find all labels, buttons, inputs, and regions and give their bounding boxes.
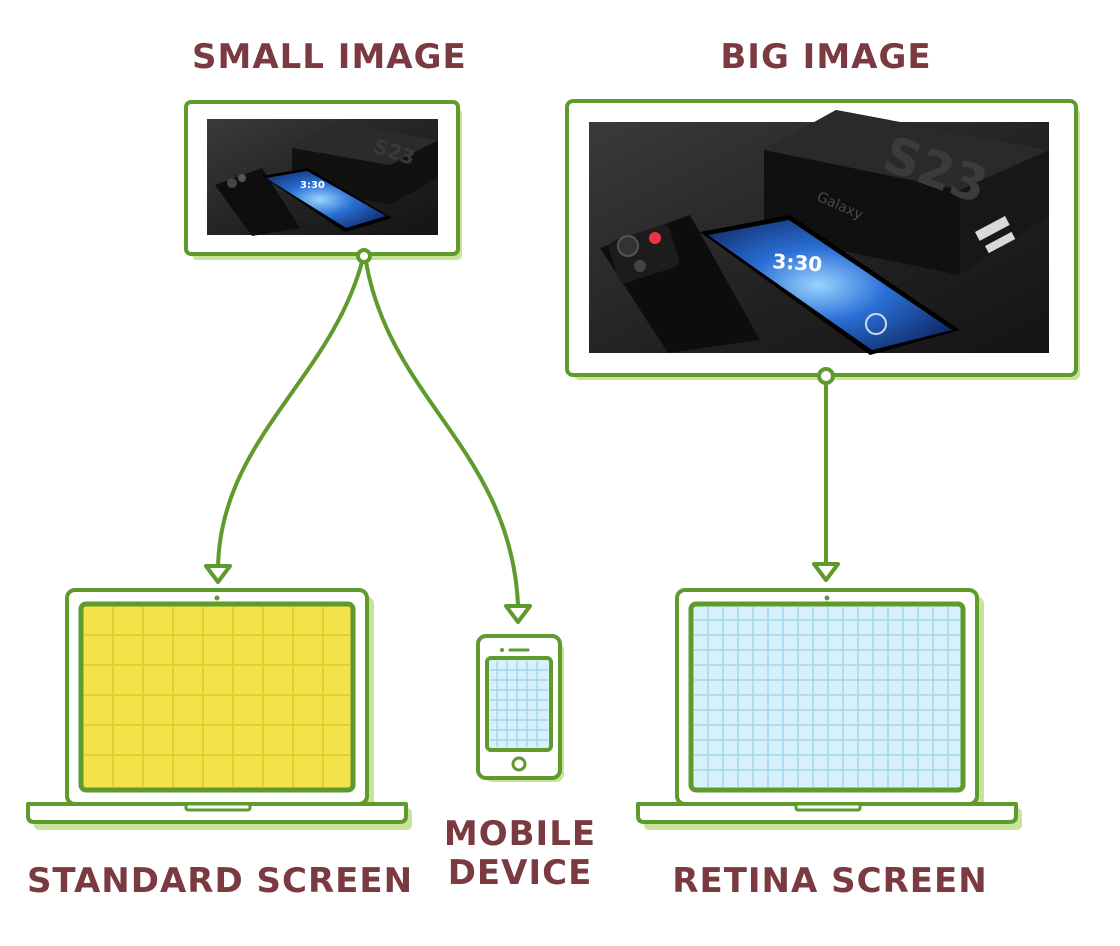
standard-screen-display (78, 601, 356, 793)
small-photo-time: 3:30 (300, 180, 325, 191)
retina-screen-display (688, 601, 966, 793)
mobile-device-label-line1: MOBILE (443, 814, 597, 854)
big-photo-time: 3:30 (772, 249, 823, 276)
small-photo: S23 3:30 (207, 119, 438, 236)
big-image-frame: S23 Galaxy 3:30 (565, 99, 1080, 385)
standard-screen-label: STANDARD SCREEN (26, 861, 414, 901)
connector-small-to-mobile (364, 260, 520, 606)
mobile-device-label-line2: DEVICE (447, 853, 593, 894)
standard-screen-laptop (26, 588, 412, 830)
mobile-device-display (485, 656, 553, 752)
arrow-to-mobile-device (504, 604, 532, 624)
mobile-device-grid (490, 661, 548, 747)
standard-screen-grid (84, 607, 350, 787)
connector-small-to-standard (216, 260, 364, 570)
mobile-device (476, 634, 564, 782)
arrow-to-retina-screen (812, 562, 840, 582)
retina-screen-label: RETINA SCREEN (672, 861, 988, 901)
big-image-title: BIG IMAGE (720, 37, 932, 77)
big-photo: S23 Galaxy 3:30 (589, 110, 1049, 355)
small-image-title: SMALL IMAGE (192, 37, 467, 77)
retina-screen-grid (694, 607, 960, 787)
arrow-to-standard-screen (204, 564, 232, 584)
mobile-device-label: MOBILE DEVICE (430, 814, 610, 894)
small-image-frame: S23 3:30 (184, 100, 462, 264)
retina-screen-laptop (636, 588, 1022, 830)
